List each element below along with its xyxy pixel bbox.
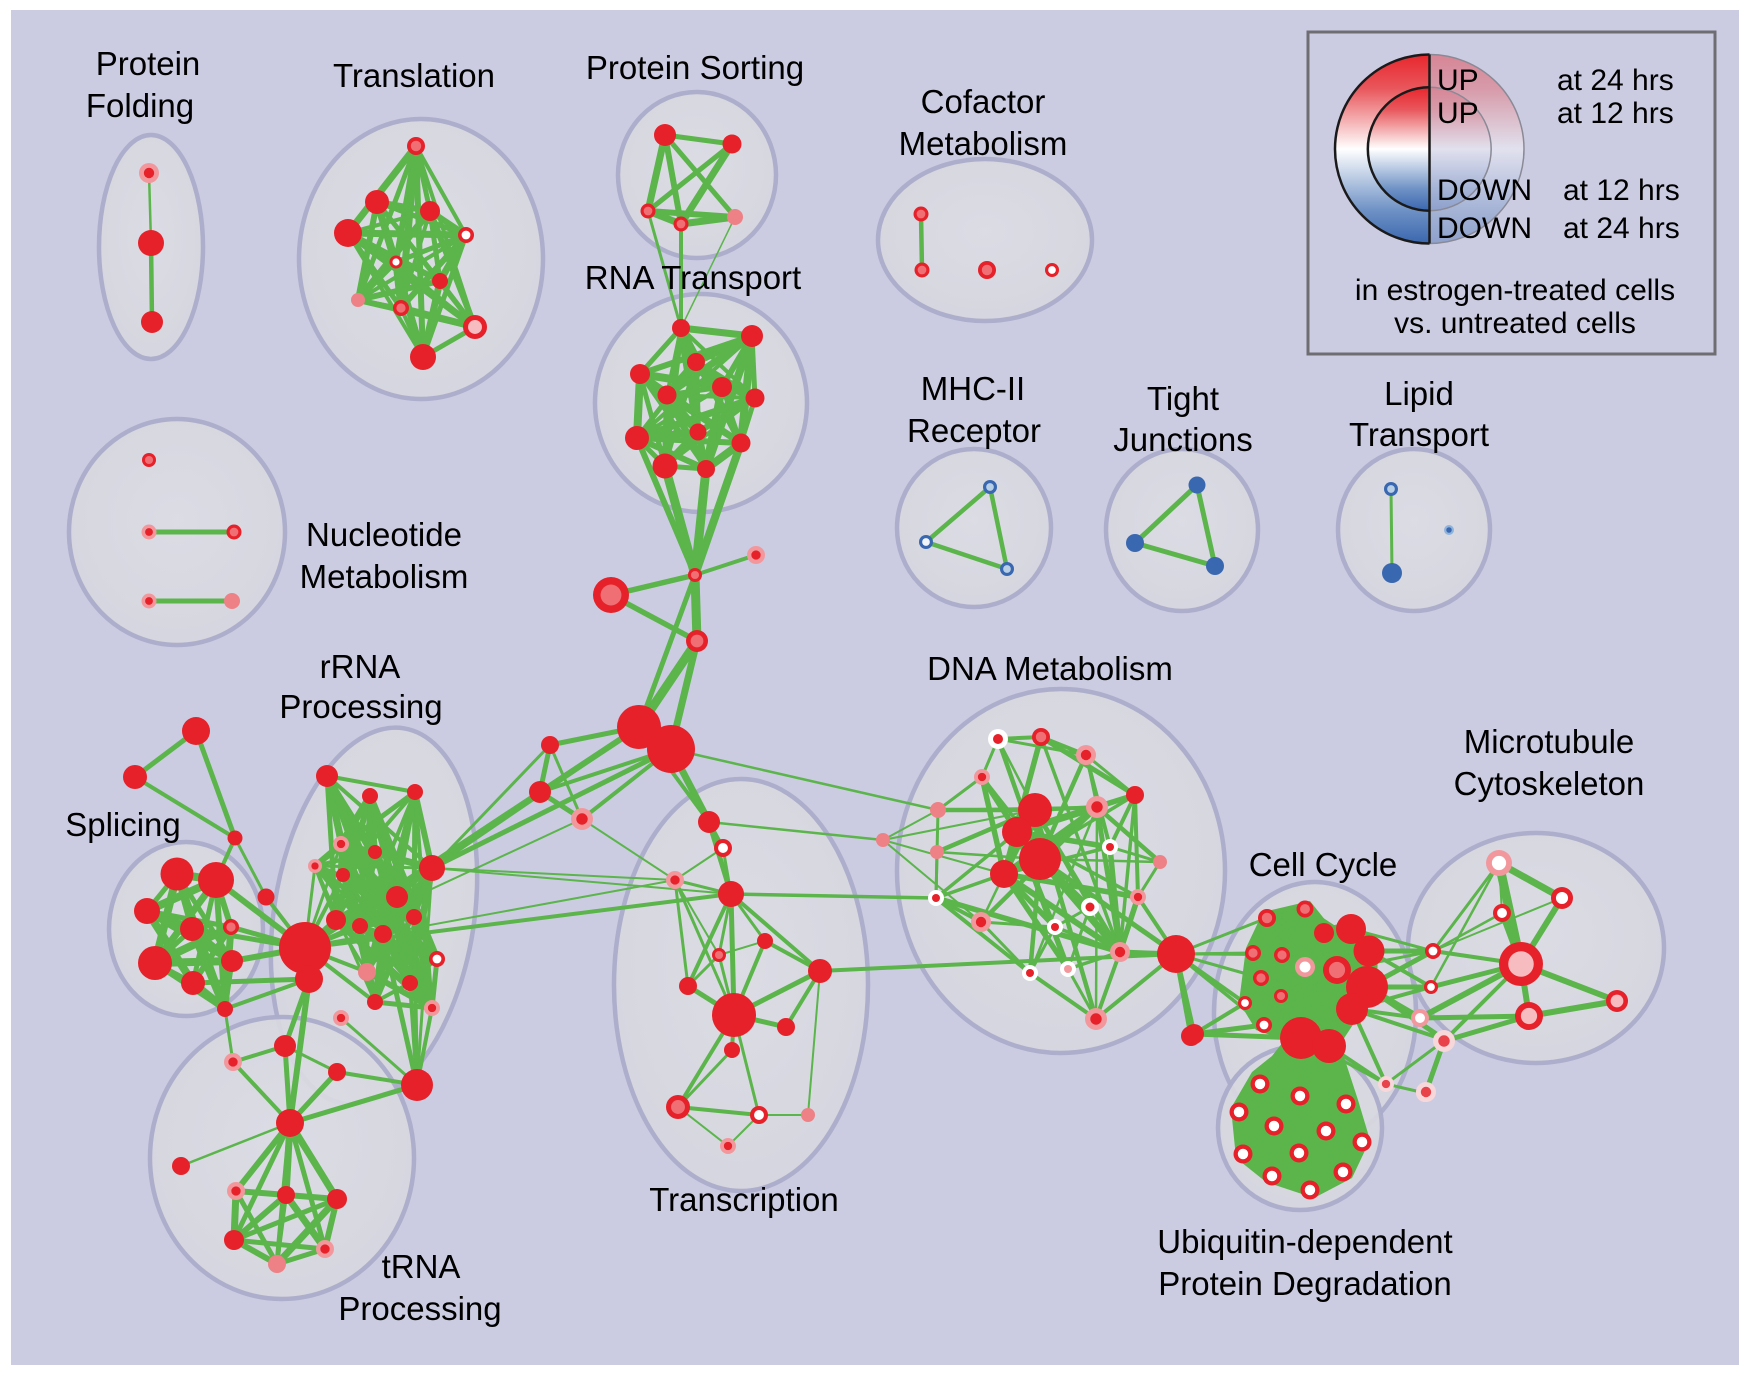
svg-text:Metabolism: Metabolism — [300, 558, 469, 595]
svg-text:Processing: Processing — [279, 688, 442, 725]
svg-text:Cell Cycle: Cell Cycle — [1249, 846, 1398, 883]
svg-text:UP: UP — [1437, 97, 1479, 130]
svg-text:rRNA: rRNA — [320, 648, 401, 685]
svg-text:at 12 hrs: at 12 hrs — [1563, 174, 1680, 207]
svg-text:Translation: Translation — [333, 57, 495, 94]
svg-text:MHC-II: MHC-II — [921, 370, 1025, 407]
svg-text:DOWN: DOWN — [1437, 174, 1532, 207]
svg-text:Protein: Protein — [96, 45, 201, 82]
svg-text:tRNA: tRNA — [382, 1248, 461, 1285]
svg-text:Protein Sorting: Protein Sorting — [586, 49, 804, 86]
svg-text:Cytoskeleton: Cytoskeleton — [1454, 765, 1645, 802]
svg-text:Lipid: Lipid — [1384, 375, 1454, 412]
svg-text:Transport: Transport — [1349, 416, 1489, 453]
svg-text:at 24 hrs: at 24 hrs — [1557, 64, 1674, 97]
svg-text:DOWN: DOWN — [1437, 212, 1532, 245]
svg-text:Tight: Tight — [1147, 380, 1219, 417]
svg-text:Processing: Processing — [338, 1290, 501, 1327]
svg-text:UP: UP — [1437, 64, 1479, 97]
svg-text:Ubiquitin-dependent: Ubiquitin-dependent — [1157, 1223, 1452, 1260]
svg-text:at 24 hrs: at 24 hrs — [1563, 212, 1680, 245]
svg-text:Metabolism: Metabolism — [899, 125, 1068, 162]
svg-text:Nucleotide: Nucleotide — [306, 516, 462, 553]
svg-text:DNA Metabolism: DNA Metabolism — [927, 650, 1173, 687]
svg-text:in estrogen-treated cells: in estrogen-treated cells — [1355, 274, 1675, 307]
svg-text:Transcription: Transcription — [649, 1181, 839, 1218]
svg-text:Microtubule: Microtubule — [1464, 723, 1635, 760]
svg-text:Folding: Folding — [86, 87, 194, 124]
svg-text:at 12 hrs: at 12 hrs — [1557, 97, 1674, 130]
svg-text:Cofactor: Cofactor — [921, 83, 1046, 120]
svg-text:vs. untreated cells: vs. untreated cells — [1394, 307, 1636, 340]
svg-text:Junctions: Junctions — [1113, 421, 1252, 458]
svg-text:Receptor: Receptor — [907, 412, 1041, 449]
svg-text:Splicing: Splicing — [65, 806, 181, 843]
svg-text:RNA Transport: RNA Transport — [585, 259, 801, 296]
svg-text:Protein Degradation: Protein Degradation — [1158, 1265, 1452, 1302]
